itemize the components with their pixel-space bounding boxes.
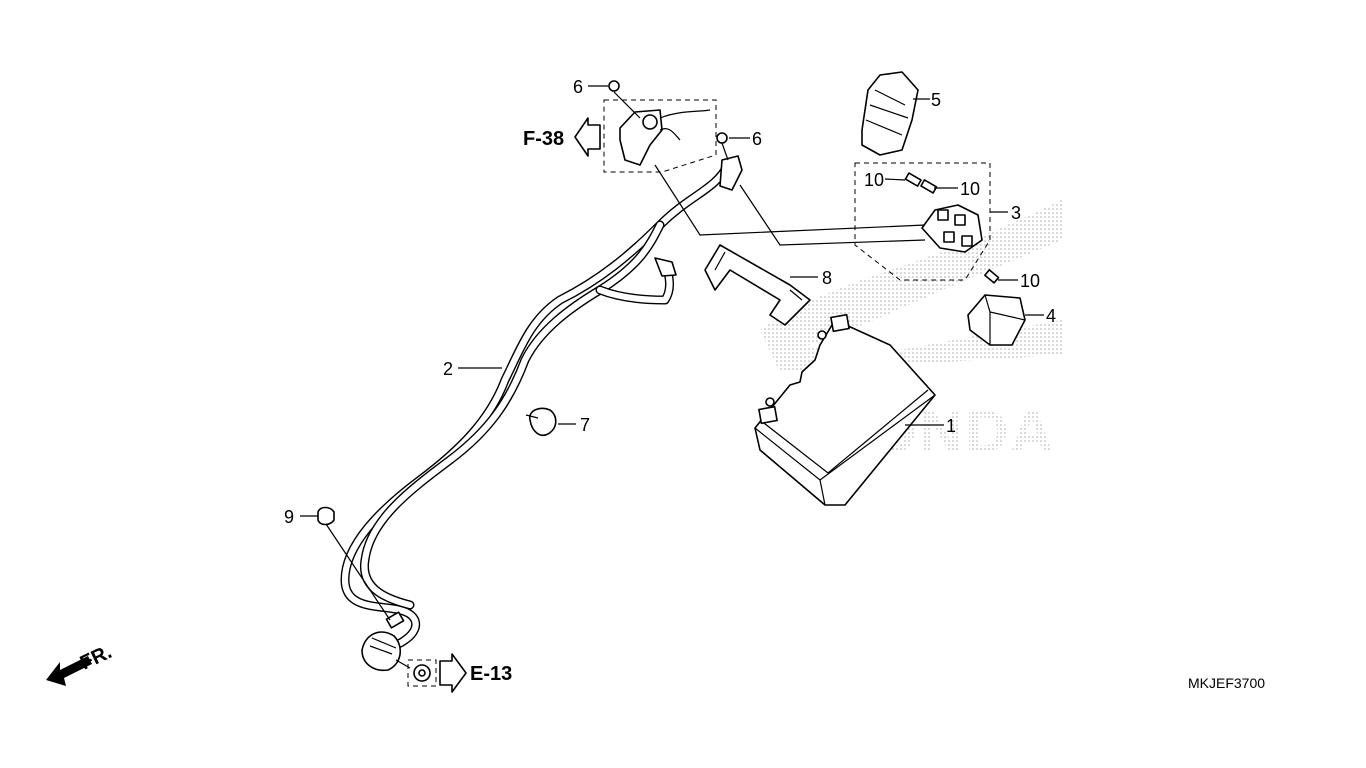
callout-5[interactable]: 5 (931, 90, 941, 110)
arrow-ref-e13 (439, 653, 467, 693)
part-bolts-6 (608, 80, 729, 161)
watermark-letter: N (920, 398, 963, 465)
part-fuse-box (967, 294, 1026, 346)
callout-9[interactable]: 9 (284, 507, 294, 527)
part-clamp (525, 407, 557, 436)
callout-10-left[interactable]: 10 (864, 170, 884, 190)
part-relay-cover (861, 71, 919, 156)
callout-6-right[interactable]: 6 (752, 129, 762, 149)
part-starter-relay (654, 162, 991, 281)
reference-label-f38[interactable]: F-38 (523, 128, 564, 150)
part-fuses (904, 172, 1000, 284)
part-battery-band (704, 244, 811, 326)
part-bolt (317, 506, 391, 621)
watermark-letter: D (965, 398, 1008, 465)
part-battery (754, 313, 936, 506)
reference-label-e13[interactable]: E-13 (470, 663, 512, 685)
callout-10-right[interactable]: 10 (960, 179, 980, 199)
callout-6-top[interactable]: 6 (573, 77, 583, 97)
callout-8[interactable]: 8 (822, 268, 832, 288)
callout-leaders (300, 85, 1044, 517)
callout-3[interactable]: 3 (1011, 203, 1021, 223)
front-label: FR. (77, 641, 115, 675)
callout-7[interactable]: 7 (580, 415, 590, 435)
callout-2[interactable]: 2 (443, 359, 453, 379)
front-direction-arrow (46, 656, 92, 686)
watermark-letter: A (1010, 398, 1053, 465)
inset-f38 (603, 91, 717, 173)
inset-e13 (395, 659, 437, 687)
callout-4[interactable]: 4 (1046, 306, 1056, 326)
callout-1[interactable]: 1 (946, 416, 956, 436)
drawing-code: MKJEF3700 (1188, 675, 1265, 691)
part-battery-cable (340, 155, 743, 672)
arrow-ref-f38 (574, 117, 601, 157)
callout-10-lower[interactable]: 10 (1020, 271, 1040, 291)
